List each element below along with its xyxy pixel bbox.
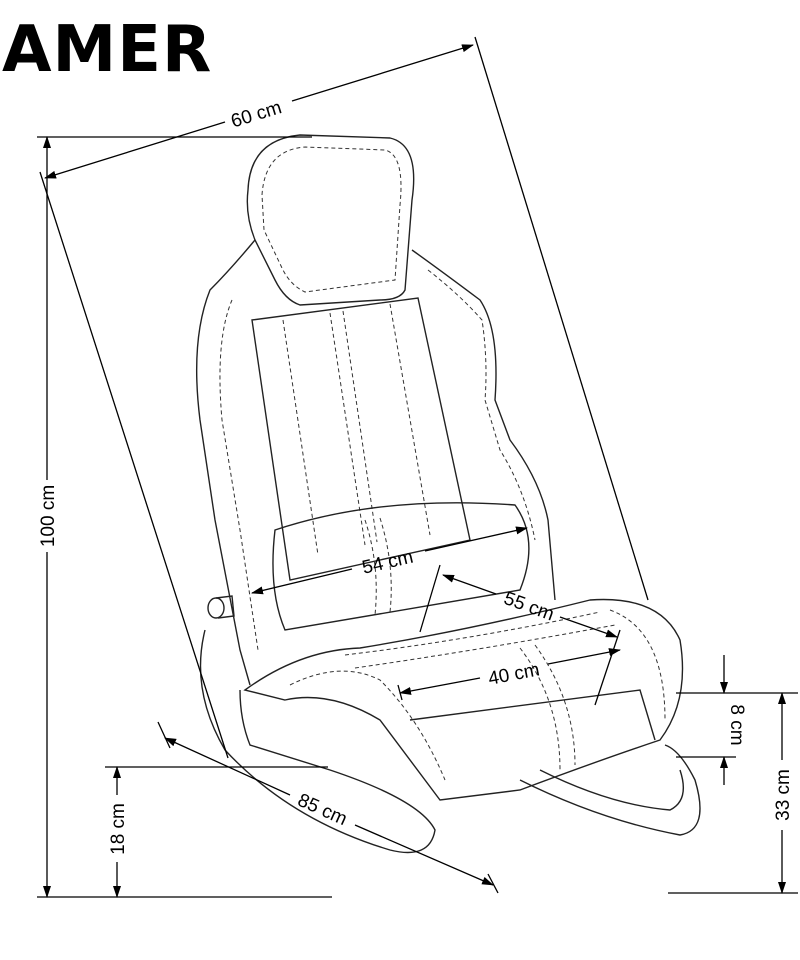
seat-width-label: 40 cm [487, 659, 542, 689]
chair-drawing [195, 134, 701, 854]
length-label: 85 cm [294, 790, 350, 830]
seat-thickness-label: 8 cm [726, 704, 747, 745]
backrest-width-label: 54 cm [360, 547, 415, 579]
dimension-labels: 60 cm 100 cm 18 cm 33 cm 8 cm 85 cm 54 c… [38, 97, 794, 855]
dimension-lines [37, 36, 798, 898]
seat-depth-label: 55 cm [501, 588, 557, 625]
width-label: 60 cm [229, 97, 285, 132]
base-height-label: 18 cm [108, 803, 129, 855]
product-title: AMER [2, 13, 213, 87]
height-label: 100 cm [38, 485, 59, 547]
seat-height-label: 33 cm [773, 769, 794, 821]
